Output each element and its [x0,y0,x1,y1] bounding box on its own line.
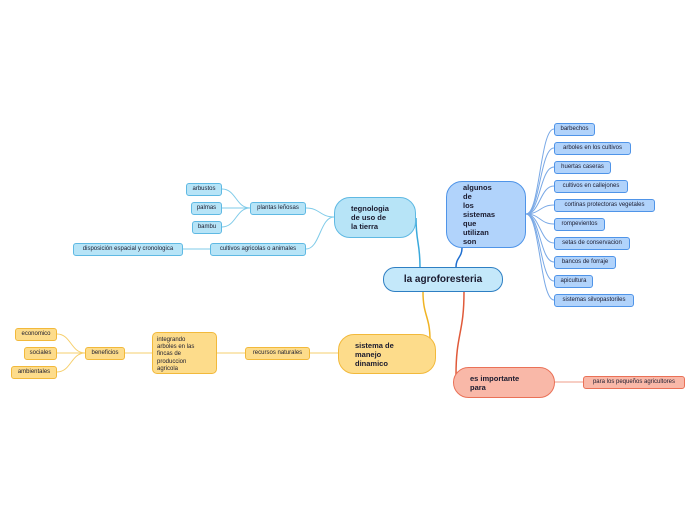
node-cortinas-protectoras[interactable]: cortinas protectoras vegetales [554,199,655,212]
node-arboles-cultivos[interactable]: arboles en los cultivos [554,142,631,155]
node-cultivos-agricolas[interactable]: cultivos agricolas o animales [210,243,306,256]
link-algunos-child-1 [525,147,555,215]
node-beneficios[interactable]: beneficios [85,347,125,360]
link-center-sistema [422,291,431,341]
node-setas-conservacion[interactable]: setas de conservacion [554,237,630,250]
node-bambu[interactable]: bambu [192,221,222,234]
link-plantas-bambu [221,207,251,228]
link-algunos-child-2 [525,166,555,215]
node-pequenos-agricultores[interactable]: para los pequeños agricultores [583,376,685,389]
node-bancos-forraje[interactable]: bancos de forraje [554,256,616,269]
node-arbustos[interactable]: arbustos [186,183,222,196]
node-recursos-naturales[interactable]: recursos naturales [245,347,310,360]
node-apicultura[interactable]: apicultura [554,275,593,288]
branch-algunos-sistemas[interactable]: algunos de los sistemas que utilizan son [446,181,526,248]
node-integrando-arboles[interactable]: integrando arboles en las fincas de prod… [152,332,217,374]
node-ambientales[interactable]: ambientales [11,366,57,379]
link-algunos-child-0 [525,128,555,215]
link-tecnologia-plantas [305,207,335,218]
link-center-importante [455,291,465,376]
node-huertas-caseras[interactable]: huertas caseras [554,161,611,174]
node-barbechos[interactable]: barbechos [554,123,595,136]
node-sistemas-silvopastoriles[interactable]: sistemas silvopastoriles [554,294,634,307]
node-disposicion-espacial[interactable]: disposición espacial y cronologica [73,243,183,256]
node-economico[interactable]: economico [15,328,57,341]
node-plantas-lenosas[interactable]: plantas leñosas [250,202,306,215]
branch-sistema-manejo-dinamico[interactable]: sistema de manejo dinamico [338,334,436,374]
branch-tecnologia-uso-tierra[interactable]: tegnologia de uso de la tierra [334,197,416,238]
node-rompevientos[interactable]: rompevientos [554,218,605,231]
link-algunos-child-9 [525,213,555,301]
link-center-tecnologia [415,217,421,268]
node-cultivos-callejones[interactable]: cultivos en callejones [554,180,628,193]
node-palmas[interactable]: palmas [191,202,222,215]
link-plantas-arbustos [221,188,251,209]
branch-es-importante-para[interactable]: es importante para [453,367,555,398]
link-center-algunos [455,247,463,268]
link-beneficios-ambientales [56,352,86,373]
link-beneficios-economico [56,333,86,354]
link-tecnologia-cultivos [305,216,335,250]
node-sociales[interactable]: sociales [24,347,57,360]
link-algunos-child-3 [525,185,555,215]
central-topic[interactable]: la agroforesteria [383,267,503,292]
